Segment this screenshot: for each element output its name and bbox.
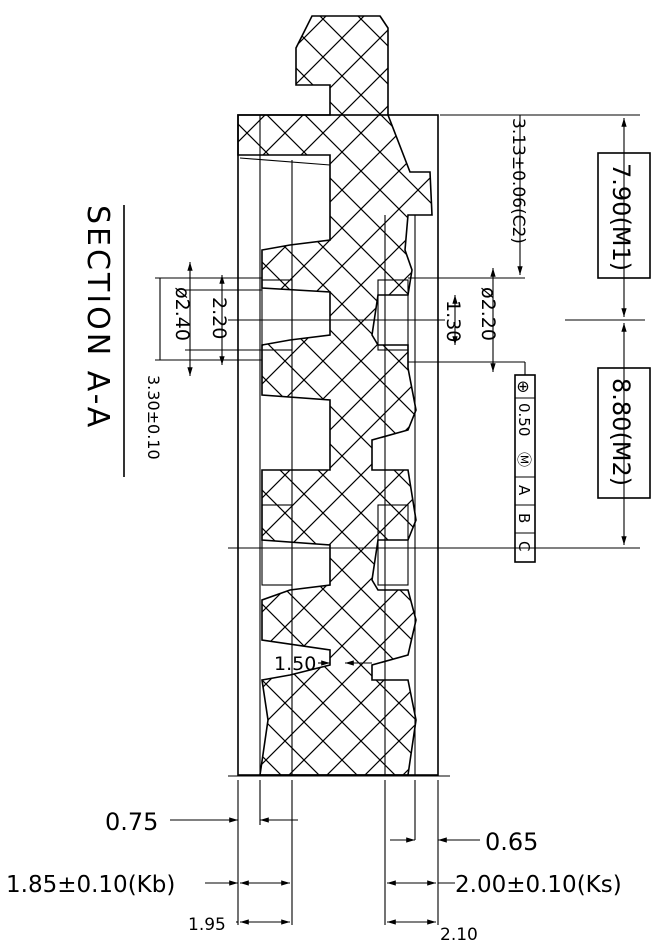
gdt-datum-a: A [515, 485, 533, 496]
dim-210-text: 2.10 [440, 925, 478, 945]
dim-m2-text: 8.80(M2) [607, 378, 635, 486]
dim-m1-text: 7.90(M1) [607, 163, 635, 271]
dim-150-text: 1.50 [274, 653, 316, 675]
slanted-edge [239, 157, 331, 166]
dim-m1-box [597, 152, 651, 279]
dim-220-right-text: ø2.20 [477, 287, 499, 341]
section-title: SECTION A-A [80, 205, 115, 430]
dim-075-text: 0.75 [105, 808, 158, 836]
gdt-symbol: ⊕ [514, 380, 533, 393]
gdt-datum-b: B [515, 513, 533, 523]
hole-right-top [377, 279, 409, 351]
dim-m2-box [597, 367, 651, 499]
dim-130-text: 1.30 [442, 300, 464, 342]
dim-220-left-text: 2.20 [208, 297, 230, 339]
gdt-modifier: Ⓜ [515, 452, 533, 467]
dim-kb-text: 1.85±0.10(Kb) [6, 872, 175, 898]
hole-left-top [261, 279, 293, 351]
gdt-datum-c: C [515, 541, 533, 551]
dim-c2-text: 3.13±0.06(C2) [508, 118, 528, 244]
gdt-tolerance: 0.50 [515, 403, 533, 436]
core-profile [237, 15, 433, 776]
dim-240-text: ø2.40 [171, 287, 193, 341]
dim-ks-text: 2.00±0.10(Ks) [455, 872, 622, 898]
gdt-frame: ⊕ 0.50 Ⓜ A B C [514, 362, 536, 563]
hole-left-mid [261, 504, 293, 586]
dim-065-text: 0.65 [485, 828, 538, 856]
dim-330-text: 3.30±0.10 [144, 375, 163, 460]
dim-195-text: 1.95 [188, 915, 226, 935]
hole-right-mid [377, 504, 409, 586]
section-title-group: SECTION A-A [80, 205, 125, 477]
